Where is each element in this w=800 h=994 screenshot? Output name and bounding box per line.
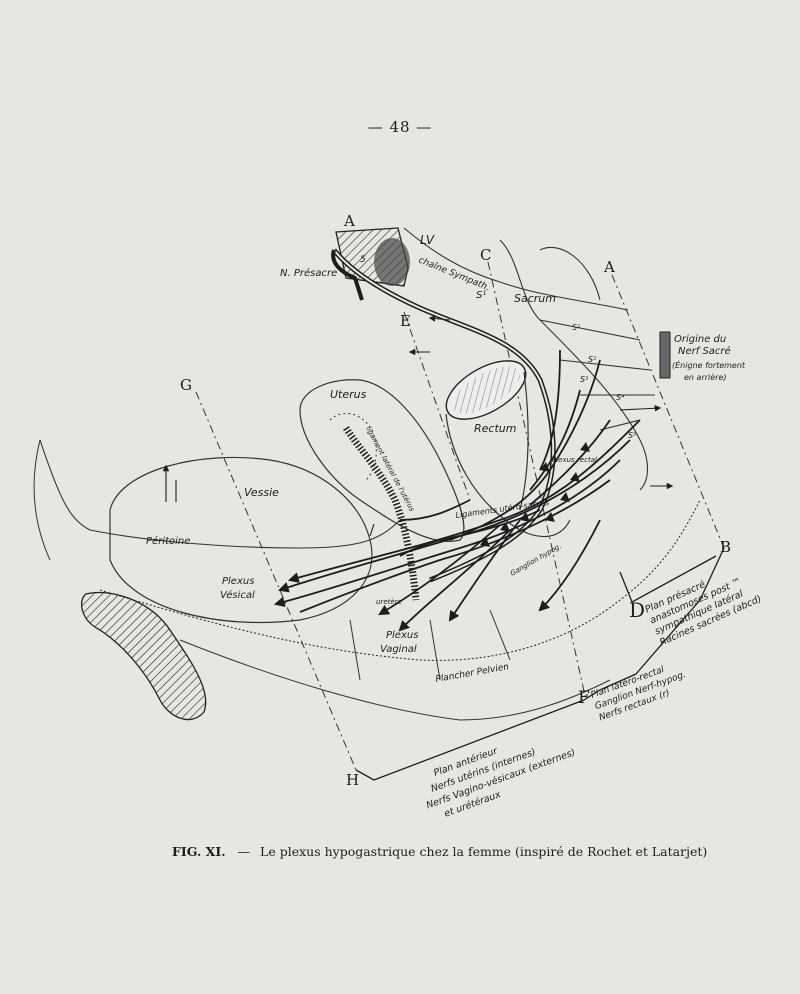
label-plexus-vesical-2: Vésical [220, 589, 255, 601]
label-s1-top: S¹ [476, 290, 486, 301]
sacral-origin-mark [660, 332, 670, 378]
letter-b: B [720, 538, 731, 556]
plane-line-g [196, 392, 356, 770]
label-origine-4: en arrière) [684, 372, 727, 382]
label-origine-2: Nerf Sacré [678, 345, 731, 357]
small-arrows [166, 318, 672, 536]
label-origine-3: (Énigne fortement [672, 359, 746, 370]
figure-caption: FIG. XI. — Le plexus hypogastrique chez … [172, 844, 732, 859]
letter-g: G [180, 376, 192, 394]
letter-a-vertebra: A [343, 212, 355, 230]
label-rectum: Rectum [474, 422, 516, 435]
label-uretere: uretère [376, 598, 402, 606]
caption-text: Le plexus hypogastrique chez la femme (i… [260, 844, 707, 859]
label-ganglion-hypog: Ganglion hypog. [509, 542, 563, 578]
letter-c: C [480, 246, 491, 264]
label-origine-1: Origine du [674, 334, 726, 345]
label-l5: 5 [360, 255, 366, 265]
label-plexus-vesical-1: Plexus [222, 576, 254, 587]
label-s1: S¹ [572, 323, 580, 332]
label-uterus: Uterus [330, 388, 367, 401]
plane-line-a [612, 275, 724, 548]
pubic-bone [82, 593, 206, 720]
letter-f: F [578, 688, 590, 708]
vertebra-l5 [336, 228, 410, 286]
label-vessie: Vessie [244, 486, 279, 499]
label-lv: LV [420, 233, 435, 247]
letter-e: E [400, 312, 411, 330]
caption-dash: — [238, 844, 251, 859]
label-plexus-vaginal-1: Plexus [386, 630, 418, 641]
letter-a-right: A [603, 258, 615, 276]
letter-d: D [629, 598, 645, 622]
label-n-presacre: N. Présacre [280, 267, 337, 279]
letter-h: H [346, 771, 359, 789]
label-lig-lateral: ligament latéral de l'utérus [364, 425, 416, 513]
label-plexus-rectal: Plexus rectal [552, 456, 597, 464]
label-sacrum: Sacrum [514, 292, 556, 305]
label-s2: S² [588, 355, 597, 364]
label-plancher-pelvien: Plancher Pelvien [435, 662, 510, 685]
label-s5: S⁵ [628, 431, 636, 440]
label-plexus-vaginal-2: Vaginal [380, 644, 417, 655]
figure-label: FIG. XI. [172, 844, 226, 859]
peritoneum [40, 440, 400, 548]
label-peritoine: Péritoine [146, 535, 190, 547]
label-s4: S⁴ [616, 393, 625, 402]
label-s3: S³ [580, 375, 588, 384]
